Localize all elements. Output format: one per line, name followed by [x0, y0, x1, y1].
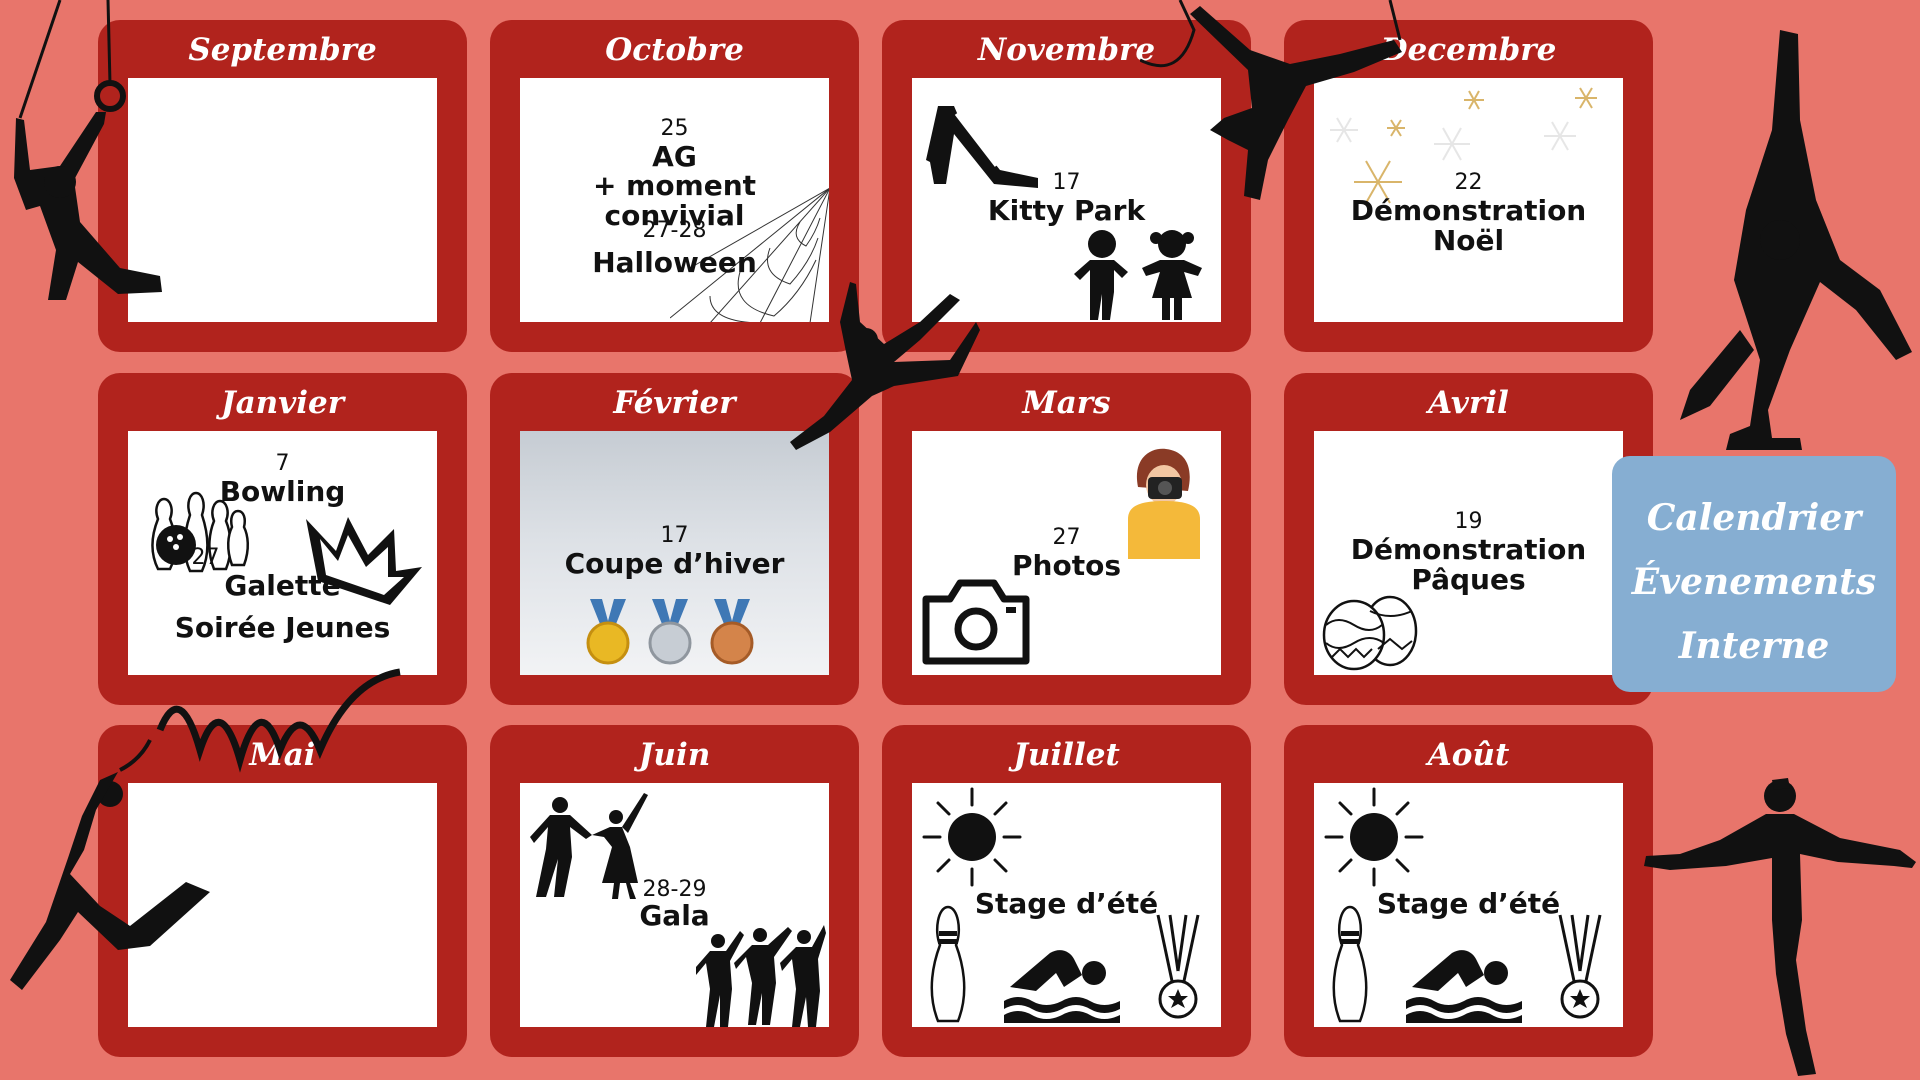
month-card-octobre: Octobre 25 AG + moment convivial 27-28 H… [490, 20, 859, 352]
leaping-gymnast-silhouette [790, 282, 980, 450]
month-title: Février [613, 385, 736, 421]
medals-icon [586, 599, 754, 665]
bowling-pin-icon [1332, 905, 1368, 1023]
month-card-janvier: Janvier 7 Bowling 27 Galette Soirée Jeun… [98, 373, 467, 705]
event-date: 27-28 [642, 218, 707, 243]
month-title: Octobre [605, 32, 744, 68]
camera-icon [922, 579, 1030, 665]
event-date: 28-29 [642, 877, 707, 902]
medal-icon [1558, 914, 1602, 1019]
title-line: Calendrier [1646, 497, 1862, 539]
month-title: Janvier [220, 385, 345, 421]
event-label: AG [652, 140, 697, 173]
month-card-juillet: Juillet [882, 725, 1251, 1057]
event-label: Démonstration [1350, 533, 1587, 566]
bowling-pin-icon [930, 905, 966, 1023]
ring-gymnast-silhouette [14, 0, 162, 300]
month-title: Decembre [1380, 32, 1557, 68]
event-label: Stage d’été [1376, 887, 1561, 920]
event-label: Soirée Jeunes [174, 611, 391, 644]
balance-gymnast-silhouette [1644, 778, 1916, 1076]
month-title: Avril [1428, 385, 1509, 421]
month-body: 22 Démonstration Noël [1314, 78, 1623, 322]
month-body: 19 Démonstration Pâques [1314, 431, 1623, 675]
event-label: Halloween [592, 246, 757, 279]
event-date: 19 [1454, 509, 1483, 534]
month-card-fevrier: Février 17 Coupe d’hiver [490, 373, 859, 705]
event-label: Gala [639, 899, 710, 932]
month-title: Août [1427, 737, 1510, 773]
flying-gymnast-silhouette [1140, 0, 1402, 200]
swimmer-icon [1406, 950, 1522, 1023]
month-body [128, 78, 437, 322]
photographer-icon [1128, 448, 1200, 559]
month-body: 17 Kitty Park [912, 78, 1221, 322]
event-date: 17 [660, 523, 689, 548]
dancers-icon [530, 793, 648, 899]
month-body: 17 Coupe d’hiver [520, 431, 829, 675]
crown-icon [306, 517, 422, 605]
month-card-decembre: Decembre 22 Démonstration Noël [1284, 20, 1653, 352]
event-label: Coupe d’hiver [564, 547, 785, 580]
handstand-gymnast-silhouette [1680, 30, 1912, 450]
ribbon-gymnast-silhouette [10, 668, 401, 990]
sun-icon [922, 787, 1022, 887]
month-card-avril: Avril 19 Démonstration Pâques [1284, 373, 1653, 705]
month-body: 25 AG + moment convivial 27-28 Halloween [520, 78, 829, 322]
event-label: Bowling [219, 475, 346, 508]
month-body: 7 Bowling 27 Galette Soirée Jeunes [128, 431, 437, 675]
event-label: Photos [1012, 549, 1121, 582]
snowflake-icon [1330, 87, 1597, 204]
month-card-mars: Mars 27 Photos [882, 373, 1251, 705]
title-line: Interne [1678, 625, 1830, 667]
event-date: 25 [660, 116, 689, 141]
event-date: 27 [1052, 525, 1081, 550]
event-date: 27 [191, 545, 220, 570]
event-label: + moment convivial [592, 169, 757, 232]
calendar-title-card: Calendrier Évenements Interne [1612, 456, 1896, 692]
month-card-septembre: Septembre [98, 20, 467, 352]
month-title: Juillet [1013, 737, 1120, 773]
month-title: Mars [1022, 385, 1111, 421]
month-title: Novembre [977, 32, 1156, 68]
title-line: Évenements [1631, 561, 1877, 603]
slide-icon [926, 106, 1038, 188]
month-body: Stage d’été [912, 783, 1221, 1027]
children-icon [1074, 230, 1202, 320]
event-label: Démonstration Noël [1350, 194, 1587, 257]
month-title: Juin [638, 737, 711, 773]
event-date: 22 [1454, 170, 1483, 195]
month-body: 28-29 Gala [520, 783, 829, 1027]
event-date: 17 [1052, 170, 1081, 195]
sun-icon [1324, 787, 1424, 887]
easter-eggs-icon [1322, 595, 1418, 671]
event-label: Pâques [1411, 563, 1526, 596]
month-card-novembre: Novembre 17 Kitty Park [882, 20, 1251, 352]
event-label: Kitty Park [987, 194, 1146, 227]
bowling-pins-icon [151, 491, 249, 573]
event-label: Galette [224, 569, 341, 602]
dancers-icon [696, 925, 826, 1027]
medal-icon [1156, 914, 1200, 1019]
month-title: Septembre [188, 32, 377, 68]
event-label: Stage d’été [974, 887, 1159, 920]
spider-web-icon [670, 188, 829, 322]
month-body: 27 Photos [912, 431, 1221, 675]
month-card-aout: Août [1284, 725, 1653, 1057]
event-date: 7 [275, 451, 290, 476]
swimmer-icon [1004, 950, 1120, 1023]
month-card-juin: Juin 28-29 Gala [490, 725, 859, 1057]
month-body: Stage d’été [1314, 783, 1623, 1027]
